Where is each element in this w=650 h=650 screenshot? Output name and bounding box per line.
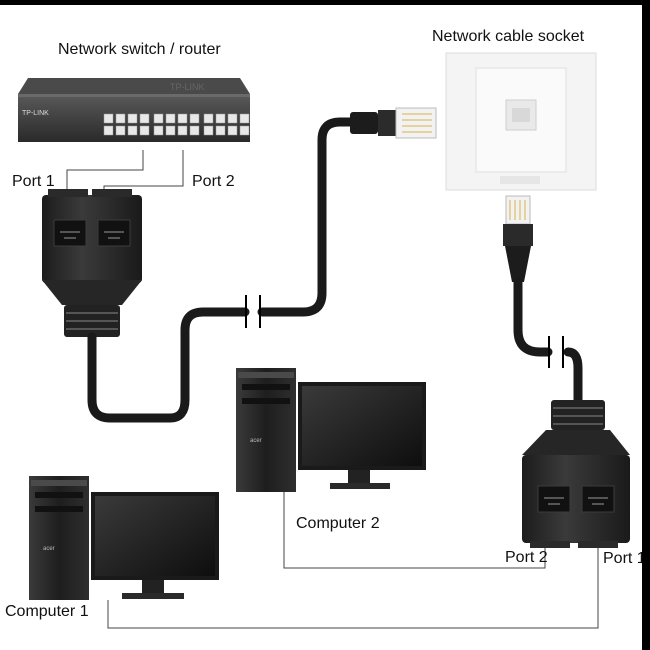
switch-port <box>203 113 214 124</box>
computer-1-icon: acer <box>29 476 219 600</box>
label-port2-bottom: Port 2 <box>505 549 548 566</box>
switch-port <box>189 113 200 124</box>
label-port1-top: Port 1 <box>12 173 55 190</box>
splitter-adapter-top-icon <box>42 189 142 337</box>
switch-port <box>239 113 250 124</box>
switch-port <box>153 125 164 136</box>
cable-top-to-plug <box>257 117 357 317</box>
switch-port <box>227 125 238 136</box>
switch-port-grid <box>103 113 250 136</box>
label-computer-1: Computer 1 <box>5 603 89 620</box>
network-switch-icon: TP-LINK TP-LINK <box>18 78 250 142</box>
rj45-plug-bottom-icon <box>503 195 533 282</box>
switch-brand-faint-text: TP-LINK <box>170 82 205 92</box>
switch-port <box>115 113 126 124</box>
tower-2-brand-text: acer <box>250 438 262 444</box>
cable-top-loop <box>87 307 250 423</box>
computer-2-icon: acer <box>236 368 426 492</box>
label-computer-2: Computer 2 <box>296 515 380 532</box>
wall-socket-icon <box>445 52 597 191</box>
switch-port <box>215 113 226 124</box>
switch-port <box>203 125 214 136</box>
switch-port <box>189 125 200 136</box>
cable-right-lower <box>563 347 583 405</box>
label-port1-bottom: Port 1 <box>603 550 646 567</box>
splitter-adapter-bottom-icon <box>522 400 630 548</box>
switch-port <box>227 113 238 124</box>
switch-port <box>103 113 114 124</box>
switch-port <box>139 125 150 136</box>
switch-port <box>177 113 188 124</box>
leader-port1-top <box>66 150 144 194</box>
label-port2-top: Port 2 <box>192 173 235 190</box>
cable-break-top <box>245 295 261 328</box>
cable-right-upper <box>513 277 553 357</box>
switch-port <box>165 113 176 124</box>
switch-port <box>115 125 126 136</box>
switch-port <box>127 113 138 124</box>
switch-port <box>153 113 164 124</box>
switch-port <box>165 125 176 136</box>
tower-1-brand-text: acer <box>43 546 55 552</box>
switch-port <box>215 125 226 136</box>
cable-break-right <box>548 336 564 368</box>
switch-port <box>239 125 250 136</box>
switch-port <box>177 125 188 136</box>
leader-computer2-port2 <box>283 478 546 569</box>
switch-port <box>127 125 138 136</box>
rj45-plug-top-icon <box>350 107 437 139</box>
label-network-socket: Network cable socket <box>432 28 585 45</box>
switch-brand-text: TP-LINK <box>22 110 49 117</box>
label-network-switch: Network switch / router <box>58 41 221 58</box>
switch-port <box>139 113 150 124</box>
switch-port <box>103 125 114 136</box>
leader-computer1-port1 <box>107 548 599 629</box>
